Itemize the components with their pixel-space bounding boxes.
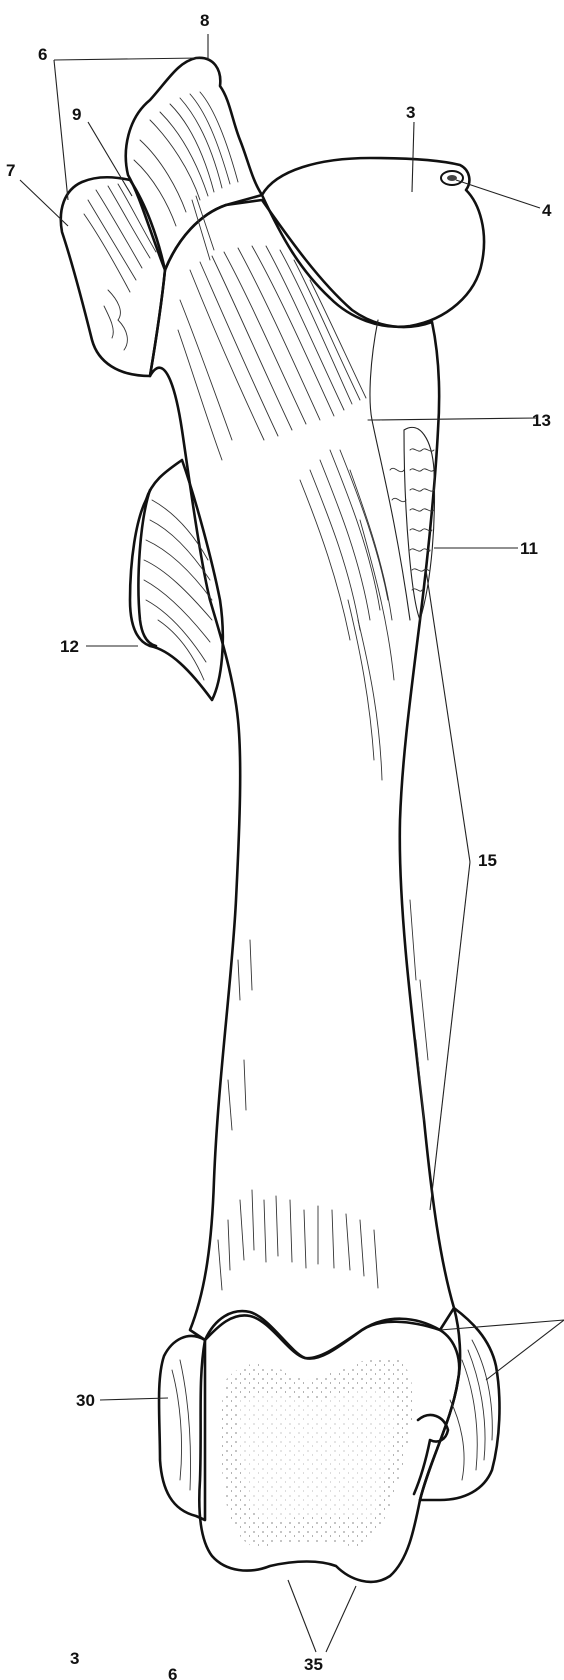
label-13: 13 [532,411,551,430]
label-6: 6 [38,45,47,64]
label-bottom-6: 6 [168,1665,177,1680]
femur-bone [61,58,500,1582]
label-15: 15 [478,851,497,870]
label-4: 4 [542,201,552,220]
greater-trochanter [126,58,262,270]
label-12: 12 [60,637,79,656]
lateral-epicondyle [420,1308,499,1500]
label-11: 11 [520,539,538,558]
label-7: 7 [6,161,15,180]
label-8: 8 [200,11,209,30]
medial-condyle-lateral-lip [159,1336,205,1520]
femoral-shaft [150,200,454,1358]
trochanteric-fossa-lobe [61,177,165,376]
label-30: 30 [76,1391,95,1410]
label-bottom-3: 3 [70,1649,79,1668]
label-9: 9 [72,105,81,124]
label-3: 3 [406,103,415,122]
label-35: 35 [304,1655,323,1674]
